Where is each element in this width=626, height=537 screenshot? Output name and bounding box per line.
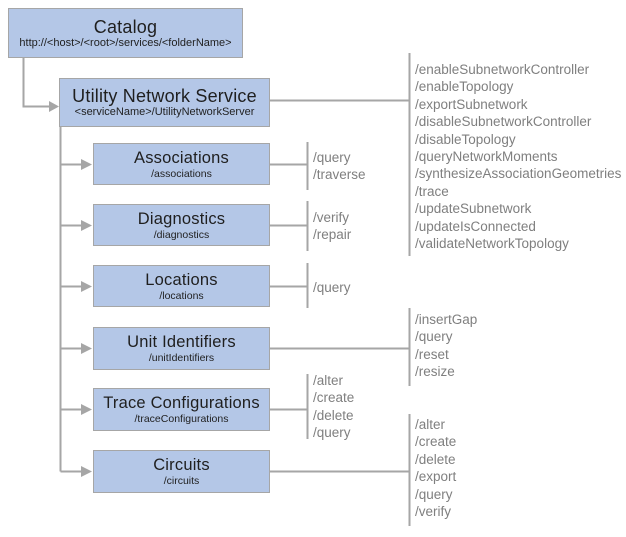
catalog-title: Catalog: [93, 16, 158, 37]
arrowhead-locations: [81, 281, 92, 292]
op-label: /delete: [415, 451, 456, 467]
ops-list-locations: /query: [313, 279, 351, 296]
node-locations: Locations /locations: [93, 265, 270, 307]
connector-catalog-to-service: [22, 57, 49, 108]
op-label: /disableTopology: [415, 131, 516, 147]
op-label: /create: [415, 434, 457, 450]
op-label: /query: [313, 425, 351, 441]
arrowhead-diagnostics: [81, 220, 92, 231]
ops-list-service: /enableSubnetworkController/enableTopolo…: [415, 61, 621, 252]
arrowhead-service: [49, 101, 59, 112]
ops-list-circuits: /alter/create/delete/export/query/verify: [415, 416, 456, 520]
diagnostics-path: /diagnostics: [153, 228, 210, 241]
op-label: /query: [415, 486, 453, 502]
ops-list-trace-configurations: /alter/create/delete/query: [313, 372, 354, 442]
unit-identifiers-path: /unitIdentifiers: [148, 352, 215, 364]
op-label: /trace: [415, 183, 449, 199]
node-diagnostics: Diagnostics /diagnostics: [93, 204, 270, 246]
unit-identifiers-title: Unit Identifiers: [127, 333, 236, 351]
arrowhead-unit-identifiers: [81, 343, 92, 354]
op-label: /repair: [313, 227, 352, 243]
op-label: /query: [415, 329, 453, 345]
node-trace-configurations: Trace Configurations /traceConfiguration…: [93, 388, 270, 431]
op-label: /updateSubnetwork: [415, 201, 532, 217]
op-label: /query: [313, 150, 351, 165]
op-label: /synthesizeAssociationGeometries: [415, 166, 622, 182]
op-label: /resize: [415, 364, 455, 380]
op-label: /export: [415, 469, 457, 485]
service-title: Utility Network Service: [72, 86, 257, 106]
op-label: /create: [313, 390, 355, 406]
op-label: /enableTopology: [415, 79, 514, 95]
op-label: /query: [313, 280, 351, 295]
node-utility-network-service: Utility Network Service <serviceName>/Ut…: [59, 78, 270, 127]
diagnostics-title: Diagnostics: [137, 209, 226, 228]
op-label: /verify: [415, 503, 452, 519]
catalog-url: http://<host>/<root>/services/<folderNam…: [19, 36, 232, 49]
ops-list-unit-identifiers: /insertGap/query/reset/resize: [415, 311, 477, 381]
op-label: /delete: [313, 407, 354, 423]
associations-path: /associations: [151, 167, 212, 180]
service-path: <serviceName>/UtilityNetworkServer: [74, 106, 255, 118]
op-label: /enableSubnetworkController: [415, 62, 590, 77]
op-label: /alter: [313, 373, 344, 388]
op-label: /insertGap: [415, 312, 478, 327]
locations-path: /locations: [159, 289, 204, 302]
node-unit-identifiers: Unit Identifiers /unitIdentifiers: [93, 327, 270, 370]
op-label: /reset: [415, 346, 449, 362]
circuits-title: Circuits: [153, 456, 210, 474]
trace-configurations-title: Trace Configurations: [103, 394, 260, 412]
node-catalog: Catalog http://<host>/<root>/services/<f…: [8, 8, 243, 58]
op-label: /queryNetworkMoments: [415, 148, 558, 164]
op-label: /disableSubnetworkController: [415, 114, 592, 130]
op-label: /validateNetworkTopology: [415, 235, 569, 251]
ops-list-diagnostics: /verify/repair: [313, 209, 351, 244]
op-label: /alter: [415, 417, 446, 432]
trace-configurations-path: /traceConfigurations: [134, 413, 229, 425]
arrowhead-associations: [81, 159, 92, 170]
ops-list-associations: /query/traverse: [313, 149, 366, 184]
associations-title: Associations: [133, 148, 230, 167]
node-associations: Associations /associations: [93, 143, 270, 185]
op-label: /verify: [313, 210, 350, 225]
op-label: /exportSubnetwork: [415, 96, 528, 112]
arrowhead-trace-configurations: [81, 404, 92, 415]
op-label: /traverse: [313, 167, 366, 183]
locations-title: Locations: [145, 270, 218, 289]
circuits-path: /circuits: [163, 475, 200, 487]
node-circuits: Circuits /circuits: [93, 450, 270, 493]
arrowhead-circuits: [81, 466, 92, 477]
op-label: /updateIsConnected: [415, 218, 536, 234]
